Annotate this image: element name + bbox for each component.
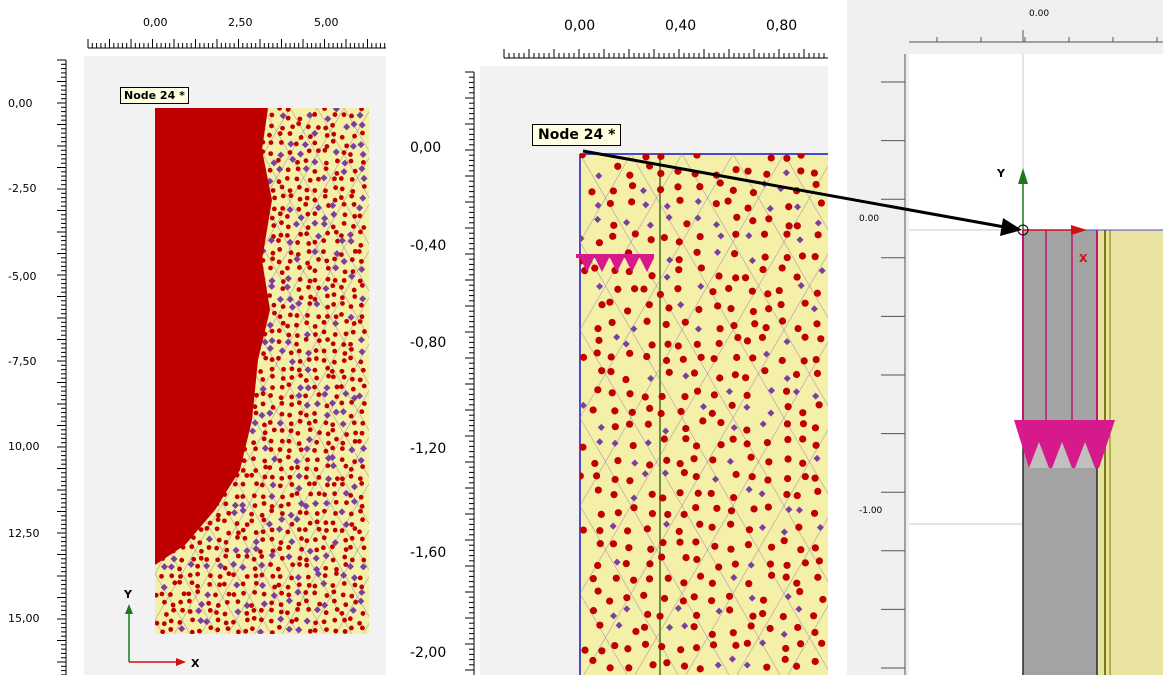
x-tick-label: 0.00: [1029, 9, 1049, 19]
geometry-canvas[interactable]: 0.00 0.00 -1.00: [847, 0, 1163, 675]
y-tick-label: 0.00: [859, 214, 879, 224]
refined-mesh-region: [155, 108, 272, 565]
y-axis-label: Y: [123, 588, 133, 601]
y-tick-label: 15,00: [8, 612, 40, 625]
y-tick-label: -2,50: [8, 182, 36, 195]
y-tick-label: -2,00: [410, 645, 446, 661]
top-ruler: [87, 39, 386, 49]
soil-cluster[interactable]: [580, 154, 828, 675]
x-tick-label: 0,40: [665, 18, 696, 34]
left-ruler: [57, 59, 67, 675]
y-tick-label: -7,50: [8, 355, 36, 368]
mesh-view-zoomed[interactable]: 0,00 0,40 0,80 0,00 -0,40 -0,80 -1,20 -1…: [404, 0, 828, 675]
axes-indicator: Y X: [123, 588, 200, 670]
mesh-elements: [580, 154, 828, 675]
mesh-canvas-zoomed[interactable]: 0,00 0,40 0,80 0,00 -0,40 -0,80 -1,20 -1…: [404, 0, 828, 675]
y-tick-label: -1,60: [410, 545, 446, 561]
distributed-load[interactable]: [576, 254, 654, 272]
x-axis-label: X: [191, 657, 200, 670]
left-ruler: [465, 71, 475, 675]
distributed-load[interactable]: [1014, 420, 1115, 468]
y-tick-label: 0,00: [8, 97, 33, 110]
x-tick-label: 0,80: [766, 18, 797, 34]
node-tooltip: Node 24 *: [532, 124, 622, 146]
y-tick-label: -1,20: [410, 441, 446, 457]
y-tick-label: -0,40: [410, 238, 446, 254]
x-tick-label: 0,00: [143, 16, 168, 29]
x-axis-label: X: [1079, 252, 1088, 265]
y-tick-label: 12,50: [8, 527, 40, 540]
mesh-canvas-overview[interactable]: 0,00 2,50 5,00 0,00 -2,50 -5,00 -7,50 10…: [0, 0, 386, 675]
y-tick-label: -5,00: [8, 270, 36, 283]
x-tick-label: 0,00: [564, 18, 595, 34]
y-tick-label: -1.00: [859, 506, 883, 516]
y-tick-label: 10,00: [8, 440, 40, 453]
y-axis-label: Y: [996, 167, 1006, 180]
node-tooltip: Node 24 *: [120, 87, 189, 104]
x-tick-label: 5,00: [314, 16, 339, 29]
x-tick-label: 2,50: [228, 16, 253, 29]
top-ruler: [909, 30, 1163, 43]
top-ruler: [503, 49, 828, 59]
mesh-view-overview[interactable]: 0,00 2,50 5,00 0,00 -2,50 -5,00 -7,50 10…: [0, 0, 386, 675]
geometry-view[interactable]: 0.00 0.00 -1.00: [847, 0, 1163, 675]
soil-cluster[interactable]: [1097, 230, 1163, 675]
y-tick-label: 0,00: [410, 140, 441, 156]
y-tick-label: -0,80: [410, 335, 446, 351]
